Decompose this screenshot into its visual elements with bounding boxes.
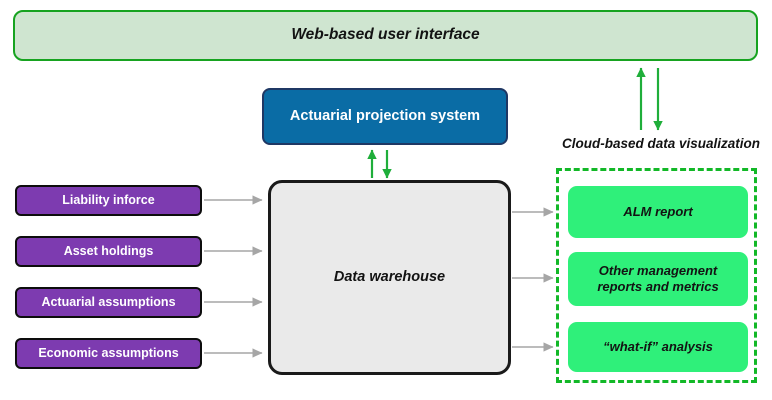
output-box-what-if-analysis[interactable]: “what-if” analysis bbox=[568, 322, 748, 372]
web-interface-label: Web-based user interface bbox=[291, 26, 480, 44]
input-label: Economic assumptions bbox=[38, 345, 179, 360]
cloud-group-label: Cloud-based data visualization bbox=[561, 136, 761, 151]
output-label: “what-if” analysis bbox=[603, 339, 713, 355]
input-box-liability-inforce[interactable]: Liability inforce bbox=[15, 185, 202, 216]
actuarial-projection-system-label: Actuarial projection system bbox=[289, 107, 481, 124]
data-warehouse-label: Data warehouse bbox=[333, 268, 446, 285]
output-box-alm-report[interactable]: ALM report bbox=[568, 186, 748, 238]
input-box-asset-holdings[interactable]: Asset holdings bbox=[15, 236, 202, 267]
input-label: Liability inforce bbox=[62, 192, 155, 207]
input-box-economic-assumptions[interactable]: Economic assumptions bbox=[15, 338, 202, 369]
input-label: Actuarial assumptions bbox=[41, 294, 176, 309]
data-warehouse-box[interactable]: Data warehouse bbox=[268, 180, 511, 375]
web-interface-box[interactable]: Web-based user interface bbox=[13, 10, 758, 61]
output-label: ALM report bbox=[623, 204, 693, 220]
input-label: Asset holdings bbox=[63, 243, 154, 258]
actuarial-projection-system-box[interactable]: Actuarial projection system bbox=[262, 88, 508, 145]
input-box-actuarial-assumptions[interactable]: Actuarial assumptions bbox=[15, 287, 202, 318]
cloud-group-container bbox=[556, 168, 757, 383]
